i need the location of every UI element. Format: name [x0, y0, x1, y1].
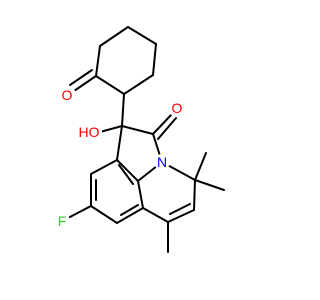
molecule-canvas: O HO O N F [54, 26, 225, 253]
bond [121, 125, 154, 135]
ketone-oxygen-label: O [62, 87, 73, 103]
hydroxyl-label: HO [79, 124, 100, 140]
bond [67, 205, 92, 219]
atom-labels: O HO O N F [54, 86, 186, 229]
bond [169, 203, 191, 215]
bond [120, 204, 139, 216]
bond [69, 69, 93, 86]
bond [137, 180, 144, 209]
bond [90, 159, 118, 175]
bond [167, 209, 195, 223]
bond [121, 93, 125, 127]
bond [116, 159, 139, 182]
bond [95, 75, 125, 95]
bond [194, 179, 225, 191]
bond [99, 26, 129, 47]
bond [99, 125, 123, 133]
structure-diagram: O HO O N F [54, 26, 225, 253]
bonds [67, 26, 225, 253]
bond [123, 74, 154, 95]
bond [95, 45, 101, 77]
bond [152, 43, 157, 76]
bond [73, 75, 97, 92]
lactam-oxygen-label: O [172, 100, 183, 116]
nitrogen-label: N [157, 154, 167, 170]
bond [116, 207, 144, 224]
bond [157, 117, 177, 140]
bond [194, 152, 207, 181]
bond [142, 207, 169, 223]
bond [193, 179, 196, 211]
bond [127, 26, 157, 45]
bond [90, 205, 118, 224]
fluorine-label: F [58, 213, 67, 229]
bond [118, 164, 134, 185]
bond [152, 113, 173, 135]
bond [116, 125, 123, 161]
